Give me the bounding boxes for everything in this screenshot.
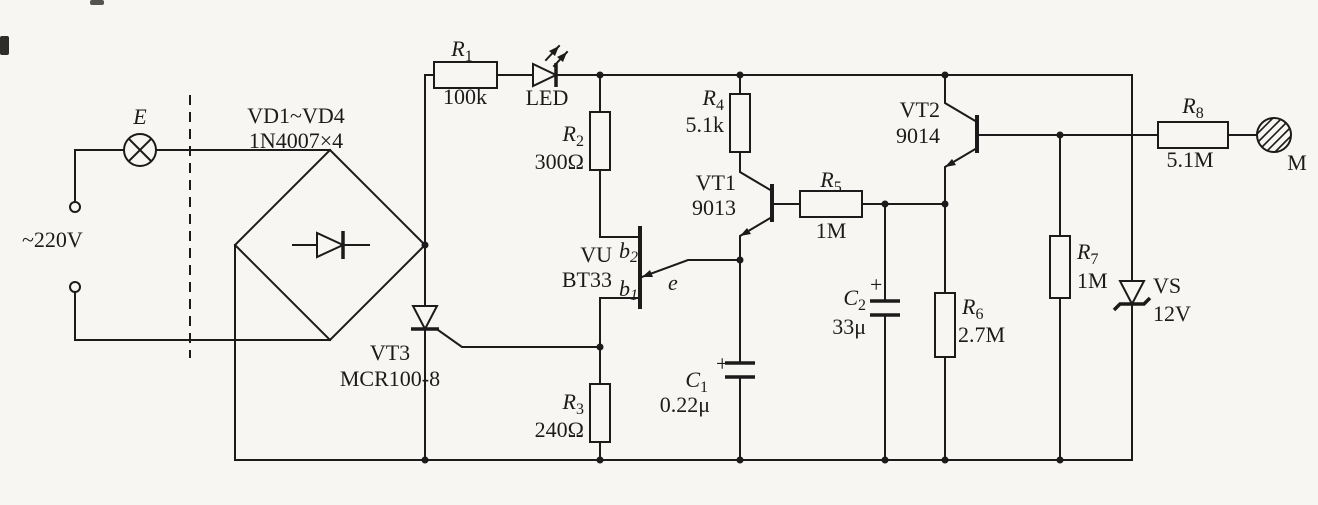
r7-ref-label: R7 [1076, 239, 1098, 268]
r3-value-label: 240Ω [535, 417, 584, 442]
r1-value-label: 100k [443, 84, 487, 109]
bridge-part-label: 1N4007×4 [249, 128, 343, 153]
r5-value-label: 1M [816, 218, 847, 243]
ujt-oscillator-branch: R2 300Ω VU BT33 b2 b1 e R3 240Ω [535, 74, 741, 461]
vt1-timing-branch: R4 5.1k VT1 9013 R5 1M C1 + 0.22μ [660, 74, 946, 461]
scan-artifact [0, 36, 9, 55]
zener-icon [1118, 280, 1146, 307]
r4-ref-label: R4 [702, 85, 724, 114]
led-label: LED [526, 85, 569, 110]
bridge-rectifier: VD1~VD4 1N4007×4 [233, 103, 427, 461]
resistor-r3 [589, 383, 611, 443]
resistor-r2 [589, 111, 611, 171]
scr-part-label: MCR100-8 [340, 366, 440, 391]
resistor-r4 [729, 93, 751, 153]
diode-icon [316, 231, 346, 259]
r3-ref-label: R3 [562, 389, 584, 418]
lamp-icon [123, 133, 157, 167]
resistor-r6-branch: R6 2.7M [934, 203, 1005, 461]
resistor-r5 [799, 190, 863, 218]
led-icon [532, 44, 569, 88]
top-rail-r1-led: R1 100k LED [424, 36, 1133, 282]
r8-value-label: 5.1M [1166, 147, 1213, 172]
r6-value-label: 2.7M [958, 322, 1005, 347]
ujt-part-label: BT33 [562, 267, 612, 292]
lamp-label: E [132, 104, 147, 129]
vt1-part-label: 9013 [692, 195, 736, 220]
ujt-b1-label: b1 [619, 276, 638, 304]
vt2-name-label: VT2 [900, 97, 940, 122]
ujt-name-label: VU [580, 242, 612, 267]
scr-vt3: VT3 MCR100-8 [340, 74, 601, 461]
r8-ref-label: R8 [1181, 93, 1203, 122]
touch-plate-branch: R8 5.1M M [1157, 93, 1307, 175]
vs-name-label: VS [1153, 273, 1181, 298]
capacitor-c2-branch: C2 + 33μ [832, 203, 900, 461]
c1-ref-label: C1 [685, 367, 708, 396]
vs-value-label: 12V [1153, 301, 1191, 326]
c2-polarity-label: + [870, 272, 882, 297]
scr-icon [411, 305, 439, 332]
mains-voltage-label: ~220V [22, 227, 83, 252]
r4-value-label: 5.1k [686, 112, 725, 137]
terminal-icon [69, 201, 81, 213]
r7-value-label: 1M [1077, 268, 1108, 293]
terminal-icon [69, 281, 81, 293]
c2-value-label: 33μ [832, 314, 866, 339]
c1-polarity-label: + [716, 351, 728, 376]
c2-ref-label: C2 [843, 285, 866, 314]
vt2-amplifier: VT2 9014 [896, 74, 1159, 205]
r2-value-label: 300Ω [535, 149, 584, 174]
touch-plate-icon [1256, 117, 1292, 153]
scr-name-label: VT3 [370, 340, 410, 365]
touch-plate-label: M [1287, 150, 1307, 175]
capacitor-c1-icon [725, 361, 755, 379]
resistor-r6 [934, 292, 956, 358]
ujt-b2-label: b2 [619, 238, 638, 266]
scan-artifact [90, 0, 104, 5]
ujt-e-label: e [668, 270, 678, 295]
zener-vs-branch: VS 12V [1112, 273, 1191, 461]
resistor-r8 [1157, 121, 1229, 149]
bridge-name-label: VD1~VD4 [247, 103, 344, 128]
r2-ref-label: R2 [562, 121, 584, 150]
r1-ref-label: R1 [450, 36, 472, 65]
r6-ref-label: R6 [961, 294, 983, 323]
resistor-r7 [1049, 235, 1071, 299]
mains-input-and-lamp: E ~220V [22, 95, 331, 358]
junction-dots [421, 71, 1064, 464]
capacitor-c2-icon [870, 299, 900, 317]
c1-value-label: 0.22μ [660, 392, 710, 417]
resistor-r7-branch: R7 1M [1049, 134, 1108, 461]
r5-ref-label: R5 [819, 167, 841, 196]
vt2-part-label: 9014 [896, 123, 940, 148]
vt1-name-label: VT1 [696, 170, 736, 195]
